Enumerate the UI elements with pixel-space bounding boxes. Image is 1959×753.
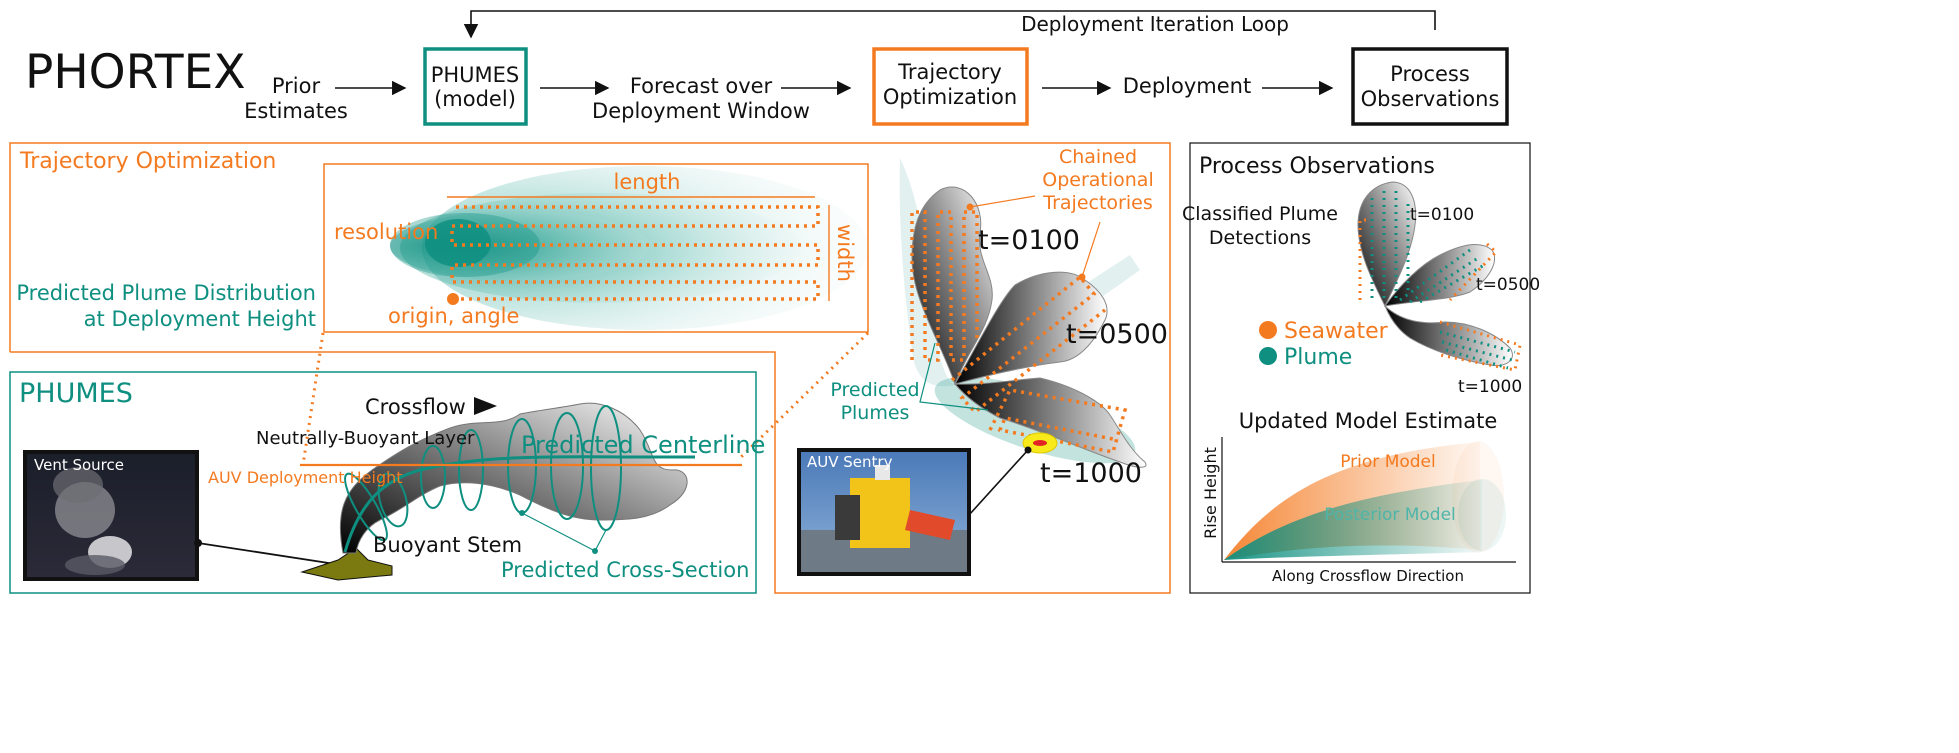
pipeline-phumes-line2: (model) [434, 87, 516, 111]
deployment-t1000-label: t=1000 [1040, 458, 1142, 489]
updated-model-chart [1221, 437, 1516, 563]
length-label: length [614, 170, 681, 194]
phumes-panel-frame [9, 371, 757, 594]
vent-photo-connector [197, 542, 336, 565]
resolution-label: resolution [334, 220, 438, 244]
predicted-plumes-line2: Plumes [841, 402, 910, 424]
cross-section-callout [519, 510, 607, 554]
observations-t0100-label: t=0100 [1410, 205, 1474, 225]
distribution-label-line2: at Deployment Height [84, 307, 316, 331]
lawnmower-trajectory [450, 205, 820, 301]
pipeline-phumes-box [423, 47, 528, 126]
origin-marker [447, 293, 459, 305]
neutral-layer-label: Neutrally-Buoyant Layer [256, 428, 475, 449]
prior-model-label: Prior Model [1340, 452, 1436, 472]
observed-trajectories-plume [1370, 188, 1516, 370]
pipeline-process-line1: Process [1390, 62, 1470, 86]
width-label: width [833, 224, 857, 282]
classified-line1: Classified Plume [1182, 203, 1338, 225]
observations-t0500-label: t=0500 [1476, 275, 1540, 295]
pipeline-prior-line2: Estimates [244, 99, 348, 123]
deployment-iteration-loop-label: Deployment Iteration Loop [1021, 12, 1289, 36]
observations-panel-frame [1189, 142, 1531, 594]
pipeline-forecast-line1: Forecast over [630, 74, 773, 98]
cross-section-label: Predicted Cross-Section [501, 558, 749, 582]
pipeline-process-box [1351, 47, 1509, 126]
observed-trajectories-seawater [1358, 218, 1522, 372]
predicted-plumes-callout [919, 342, 989, 411]
distribution-label-line1: Predicted Plume Distribution [16, 281, 316, 305]
pipeline-trajopt-line2: Optimization [883, 85, 1017, 109]
posterior-model-label: Posterior Model [1324, 505, 1456, 525]
auv-deployment-height-label: AUV Deployment Height [208, 468, 403, 487]
chained-label-line1: Chained [1059, 146, 1137, 168]
seawater-legend-label: Seawater [1284, 319, 1389, 344]
buoyant-stem-label: Buoyant Stem [373, 533, 522, 557]
auv-position-anchor [1024, 446, 1032, 454]
chained-trajectories [910, 210, 1128, 455]
pipeline-forecast-line2: Deployment Window [592, 99, 810, 123]
pipeline-deployment: Deployment [1123, 74, 1251, 98]
deployment-t0500-label: t=0500 [1066, 319, 1168, 350]
pipeline-prior-estimates: Prior Estimates [244, 74, 348, 123]
page-title: PHORTEX [25, 45, 246, 100]
projection-line-right [738, 331, 870, 460]
classified-line2: Detections [1209, 227, 1311, 249]
pipeline-trajopt-box [872, 47, 1029, 126]
posterior-model-band [1224, 480, 1482, 560]
origin-angle-label: origin, angle [388, 304, 519, 328]
pipeline-prior-line1: Prior [272, 74, 321, 98]
vent-source-label: Vent Source [34, 456, 124, 474]
chart-x-label: Along Crossflow Direction [1272, 567, 1464, 585]
observations-t1000-label: t=1000 [1458, 377, 1522, 397]
crossflow-label: Crossflow [365, 395, 466, 419]
trajectory-panel-title: Trajectory Optimization [19, 149, 276, 174]
projection-line-left [301, 332, 325, 466]
chained-callout-lines [966, 195, 1101, 281]
vent-source-photo [23, 450, 199, 581]
phumes-panel-title: PHUMES [19, 378, 133, 409]
updated-model-title: Updated Model Estimate [1239, 409, 1498, 433]
predicted-centerline [343, 455, 695, 553]
deployment-iteration-loop-line [463, 10, 1436, 39]
plume-legend-dot [1259, 347, 1277, 365]
chart-y-label: Rise Height [1201, 447, 1220, 539]
deployment-t0100-label: t=0100 [978, 225, 1080, 256]
pipeline-process-line2: Observations [1361, 87, 1500, 111]
trajectory-panel-frame [9, 142, 1171, 594]
observations-panel-title: Process Observations [1199, 154, 1435, 179]
predicted-plumes-line1: Predicted [830, 379, 919, 401]
auv-sentry-photo [797, 448, 971, 576]
seafloor-vent-shape [300, 547, 393, 581]
plume-distribution-map [390, 166, 868, 330]
plume-body-shape [339, 402, 688, 554]
seawater-legend-dot [1259, 321, 1277, 339]
auv-position-core [1033, 440, 1047, 446]
pipeline-phumes-line1: PHUMES [431, 63, 520, 87]
crossflow-arrow-icon [474, 397, 497, 415]
centerline-label: Predicted Centerline [521, 431, 765, 459]
plume-legend-label: Plume [1284, 345, 1352, 370]
chained-label-line2: Operational [1042, 169, 1153, 191]
auv-sentry-connector [968, 449, 1029, 516]
pipeline-trajopt-line1: Trajectory [897, 60, 1002, 84]
auv-sentry-label: AUV Sentry [807, 453, 893, 471]
chained-label-line3: Trajectories [1042, 192, 1152, 214]
